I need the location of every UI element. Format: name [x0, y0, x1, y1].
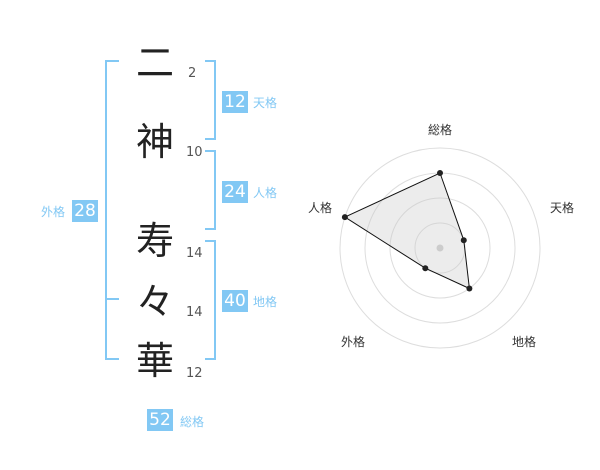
radar-grid-ring — [389, 197, 491, 299]
name-char-5: 華 — [135, 339, 174, 383]
radar-axis-label-chikaku: 地格 — [512, 335, 537, 349]
radar-point-gaikaku — [422, 265, 429, 272]
radar-axis-label-gaikaku: 外格 — [341, 335, 366, 349]
name-char-4: 々 — [135, 280, 174, 324]
radar-center-point — [436, 244, 444, 252]
chikaku-bracket — [205, 240, 216, 360]
radar-grid-ring — [339, 147, 541, 349]
chikaku-value: 40 — [222, 290, 248, 312]
gaikaku-upper-bracket — [105, 60, 119, 300]
jinkaku-label: 人格 — [253, 186, 278, 200]
stroke-count-3: 14 — [186, 246, 203, 261]
radar-point-tenkaku — [460, 237, 467, 244]
gaikaku-lower-bracket — [105, 298, 119, 360]
stroke-count-2: 10 — [186, 145, 203, 160]
radar-series-polygon — [343, 172, 470, 290]
chikaku-label: 地格 — [253, 295, 278, 309]
radar-axis-label-soukaku: 総格 — [428, 123, 453, 137]
name-char-3: 寿 — [135, 219, 174, 263]
stroke-count-5: 12 — [186, 366, 203, 381]
jinkaku-value: 24 — [222, 181, 248, 203]
gaikaku-value: 28 — [72, 200, 98, 222]
radar-point-chikaku — [466, 285, 473, 292]
tenkaku-label: 天格 — [253, 96, 278, 110]
radar-axis-label-tenkaku: 天格 — [550, 201, 575, 215]
radar-point-jinkaku — [341, 214, 348, 221]
name-char-2: 神 — [135, 120, 174, 164]
name-char-1: 二 — [135, 41, 174, 85]
tenkaku-value: 12 — [222, 91, 248, 113]
radar-axis-label-jinkaku: 人格 — [308, 201, 333, 215]
stroke-count-4: 14 — [186, 305, 203, 320]
stroke-count-1: 2 — [188, 66, 197, 81]
jinkaku-bracket — [205, 150, 216, 230]
soukaku-value: 52 — [147, 409, 173, 431]
radar-point-soukaku — [437, 170, 443, 176]
gaikaku-label: 外格 — [41, 205, 66, 219]
tenkaku-bracket — [205, 60, 216, 140]
soukaku-label: 総格 — [180, 415, 205, 429]
